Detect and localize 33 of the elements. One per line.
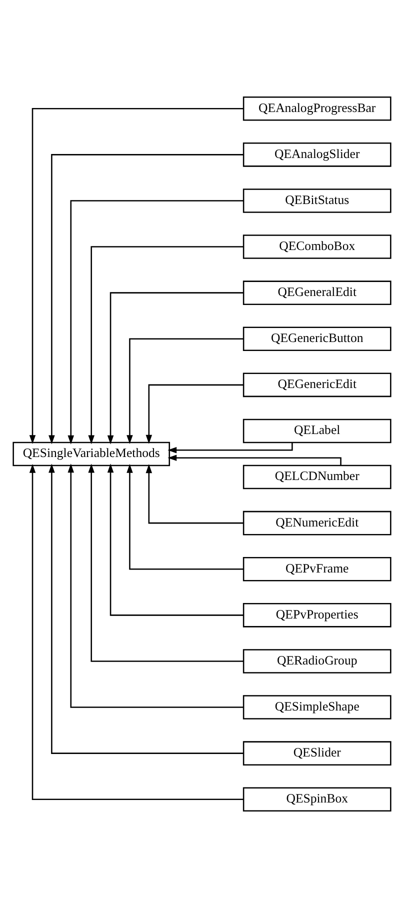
arrow xyxy=(126,338,244,444)
node-box: QESpinBox xyxy=(242,787,392,812)
arrow xyxy=(146,384,244,444)
arrow xyxy=(68,464,244,708)
arrow xyxy=(29,464,244,800)
arrow xyxy=(48,154,244,444)
node-box: QEComboBox xyxy=(242,234,392,259)
arrow xyxy=(68,200,244,444)
arrow xyxy=(146,464,244,524)
arrow xyxy=(168,442,293,454)
node-box: QELCDNumber xyxy=(242,464,392,490)
node-box: QELabel xyxy=(242,418,392,444)
arrow xyxy=(88,246,244,444)
arrow xyxy=(29,108,244,444)
node-box: QEPvProperties xyxy=(242,603,392,628)
node-box: QESingleVariableMethods xyxy=(12,442,170,466)
arrow xyxy=(126,464,244,570)
node-box: QEAnalogProgressBar xyxy=(242,96,392,121)
arrow xyxy=(48,464,244,754)
arrow xyxy=(168,454,342,466)
node-box: QESlider xyxy=(242,741,392,766)
node-box: QERadioGroup xyxy=(242,649,392,674)
node-box: QEGenericButton xyxy=(242,326,392,352)
node-box: QEBitStatus xyxy=(242,188,392,213)
arrow xyxy=(88,464,244,662)
node-box: QEGeneralEdit xyxy=(242,280,392,305)
node-box: QEGenericEdit xyxy=(242,372,392,398)
arrow xyxy=(107,292,244,444)
arrow xyxy=(107,464,244,616)
node-box: QENumericEdit xyxy=(242,510,392,536)
node-box: QEAnalogSlider xyxy=(242,142,392,167)
node-box: QESimpleShape xyxy=(242,695,392,720)
node-box: QEPvFrame xyxy=(242,556,392,582)
